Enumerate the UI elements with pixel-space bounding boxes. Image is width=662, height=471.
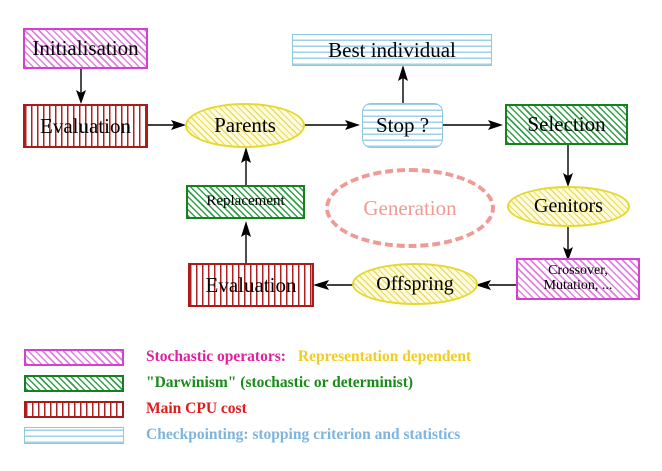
legend-label-checkpointing: Checkpointing: stopping criterion and st… bbox=[146, 426, 461, 443]
node-genitors[interactable]: Genitors bbox=[507, 186, 630, 227]
node-replacement-label: Replacement bbox=[206, 193, 285, 210]
legend-text-darwinism: "Darwinism" (stochastic or determinist) bbox=[146, 374, 413, 392]
legend-text-stochastic-operators: Stochastic operators: Representation depe… bbox=[146, 348, 471, 366]
node-replacement[interactable]: Replacement bbox=[186, 185, 305, 219]
node-initialisation-label: Initialisation bbox=[32, 36, 139, 61]
edge-evaluation-to-replacement bbox=[241, 221, 251, 266]
node-selection-label: Selection bbox=[527, 112, 606, 137]
node-best-individual[interactable]: Best individual bbox=[292, 34, 492, 66]
edge-initialisation-to-evaluation bbox=[76, 66, 86, 104]
node-offspring[interactable]: Offspring bbox=[352, 263, 478, 305]
legend-swatch-blue-hatch bbox=[24, 426, 124, 444]
node-generation-label: Generation bbox=[363, 195, 457, 220]
edge-replacement-to-parents bbox=[241, 147, 251, 188]
node-selection[interactable]: Selection bbox=[505, 104, 628, 145]
node-crossover-mutation[interactable]: Crossover, Mutation, ... bbox=[516, 258, 640, 300]
legend-text-checkpointing: Checkpointing: stopping criterion and st… bbox=[146, 426, 460, 444]
node-evaluation-bottom-label: Evaluation bbox=[205, 272, 297, 297]
node-evaluation-top-label: Evaluation bbox=[40, 113, 131, 138]
legend-row-checkpointing: Checkpointing: stopping criterion and st… bbox=[24, 424, 460, 446]
node-stop-label: Stop ? bbox=[375, 113, 430, 138]
node-generation-group: Generation bbox=[325, 168, 495, 248]
node-parents-label: Parents bbox=[214, 113, 276, 138]
node-evaluation-bottom[interactable]: Evaluation bbox=[188, 263, 314, 307]
node-best-individual-label: Best individual bbox=[328, 37, 456, 62]
node-crossover-mutation-label-line2: Mutation, ... bbox=[543, 278, 613, 293]
node-crossover-mutation-label-line1: Crossover, bbox=[548, 263, 608, 279]
node-evaluation-top[interactable]: Evaluation bbox=[23, 104, 148, 148]
legend-label-main-cpu-cost: Main CPU cost bbox=[146, 400, 247, 417]
legend-swatch-magenta-hatch bbox=[24, 348, 124, 366]
edge-crossover-to-offspring bbox=[475, 280, 520, 290]
legend-row-main-cpu-cost: Main CPU cost bbox=[24, 398, 247, 420]
node-stop[interactable]: Stop ? bbox=[362, 103, 443, 148]
node-initialisation[interactable]: Initialisation bbox=[23, 28, 148, 69]
legend-text-main-cpu-cost: Main CPU cost bbox=[146, 400, 247, 418]
edge-selection-to-genitors bbox=[563, 144, 573, 187]
legend-row-darwinism: "Darwinism" (stochastic or determinist) bbox=[24, 372, 413, 394]
edge-genitors-to-crossover bbox=[563, 225, 573, 261]
legend-label-stochastic-operators: Stochastic operators: bbox=[146, 348, 286, 365]
node-parents[interactable]: Parents bbox=[185, 103, 305, 148]
edge-offspring-to-evaluation bbox=[313, 280, 358, 290]
edge-stop-to-best-individual bbox=[398, 65, 408, 107]
edge-parents-to-stop bbox=[303, 120, 360, 130]
legend-swatch-red-hatch bbox=[24, 400, 124, 418]
legend-swatch-green-hatch bbox=[24, 374, 124, 392]
edge-stop-to-selection bbox=[441, 120, 503, 130]
legend-label-darwinism: "Darwinism" (stochastic or determinist) bbox=[146, 374, 414, 391]
node-genitors-label: Genitors bbox=[534, 195, 603, 217]
legend-label-representation-dependent: Representation dependent bbox=[297, 348, 472, 365]
legend-row-stochastic-operators: Stochastic operators: Representation depe… bbox=[24, 346, 471, 368]
node-offspring-label: Offspring bbox=[376, 272, 454, 295]
edge-evaluation-to-parents bbox=[146, 120, 186, 130]
